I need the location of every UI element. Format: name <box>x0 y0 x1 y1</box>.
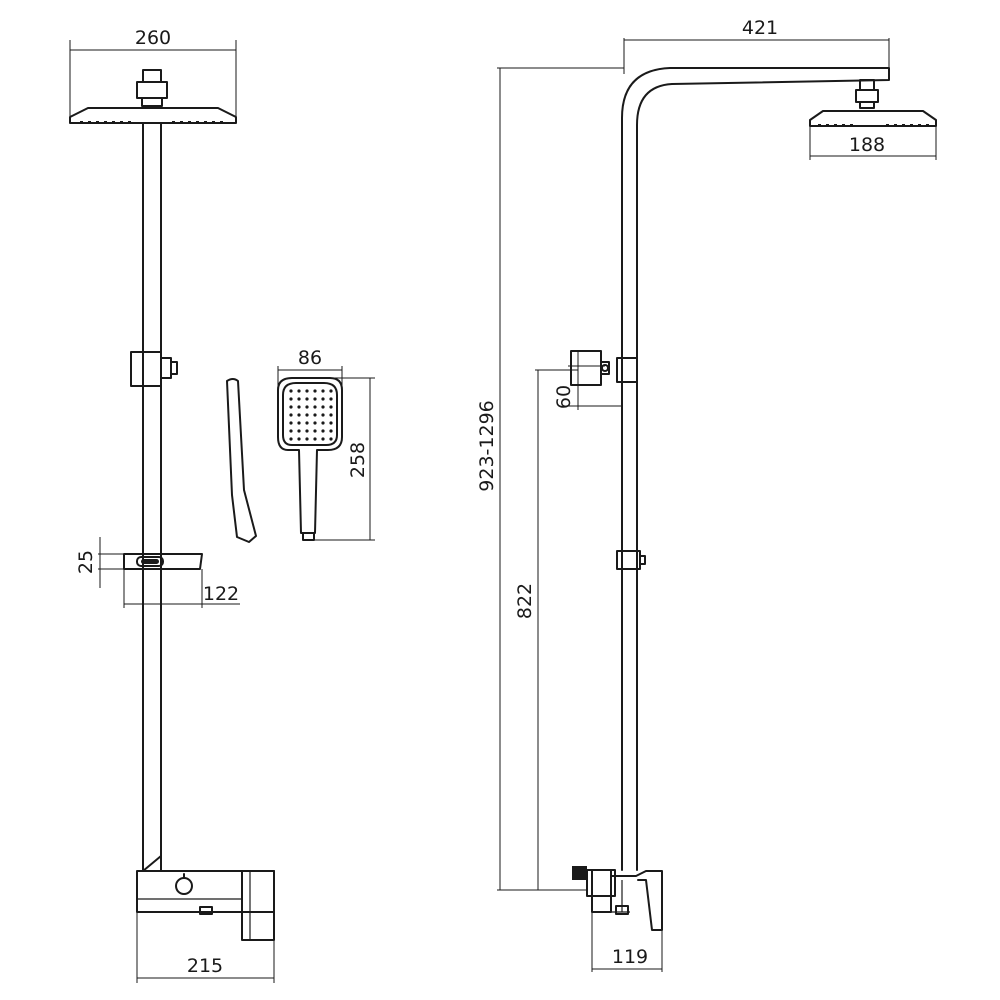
handshower-side-profile <box>226 378 257 543</box>
side-wall-clamp <box>570 350 638 386</box>
dim-mixer-to-clamp: 822 <box>514 369 587 891</box>
dim-head-width-label: 260 <box>135 27 171 49</box>
front-shower-head <box>69 69 237 124</box>
dim-holder-width: 122 <box>123 569 240 608</box>
front-wall-clamp <box>130 351 178 387</box>
side-view: 421 188 60 923-1296 822 <box>476 17 937 972</box>
dim-arm-reach-label: 421 <box>742 17 778 39</box>
dim-total-height-label: 923-1296 <box>476 400 498 491</box>
front-view: 260 25 122 86 258 <box>69 27 375 983</box>
dim-handshower-length-label: 258 <box>347 442 369 478</box>
dim-holder-width-label: 122 <box>203 583 239 605</box>
dim-slide-height: 25 <box>75 537 124 588</box>
front-head-nozzles <box>80 121 223 123</box>
front-slide-holder <box>123 553 203 570</box>
dim-handshower-width-label: 86 <box>298 347 322 369</box>
dim-handshower-length: 258 <box>314 377 375 541</box>
dim-side-head-width: 188 <box>809 126 937 160</box>
dim-clamp-offset: 60 <box>553 350 622 410</box>
dim-head-width: 260 <box>69 27 237 117</box>
dim-slide-height-label: 25 <box>75 550 97 574</box>
dim-mixer-width-label: 215 <box>187 955 223 977</box>
front-mixer <box>136 855 275 941</box>
side-mixer <box>572 866 663 931</box>
dim-mixer-to-clamp-label: 822 <box>514 583 536 619</box>
handshower-nozzles <box>289 389 333 441</box>
side-shower-head <box>809 79 937 127</box>
side-slide-holder <box>616 550 646 570</box>
dim-mixer-depth-label: 119 <box>612 946 648 968</box>
side-head-nozzles <box>818 124 929 126</box>
dim-arm-reach: 421 <box>623 17 890 74</box>
dim-clamp-offset-label: 60 <box>553 385 575 409</box>
dim-total-height: 923-1296 <box>476 67 624 891</box>
side-riser-and-arm <box>621 67 890 871</box>
front-riser-pipe <box>142 122 162 871</box>
handshower-front <box>277 377 343 541</box>
dim-mixer-width: 215 <box>136 912 275 983</box>
dim-side-head-width-label: 188 <box>849 134 885 156</box>
dim-mixer-depth: 119 <box>591 912 663 972</box>
